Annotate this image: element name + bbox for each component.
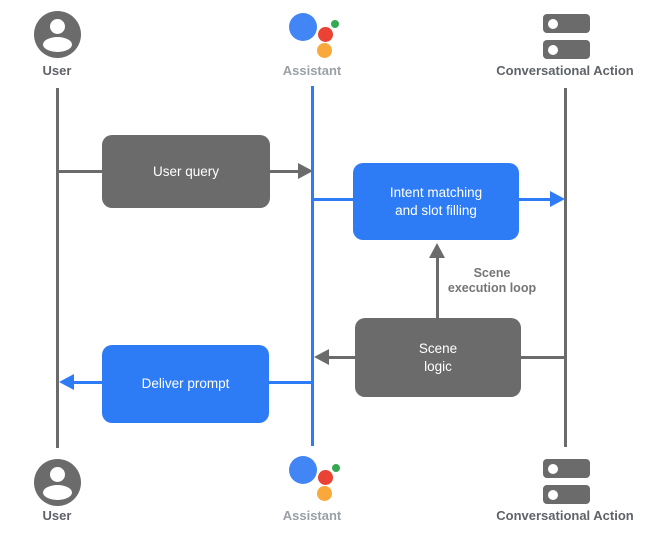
user-label-top: User: [42, 63, 72, 78]
server-led: [548, 463, 558, 474]
scene-to-assistant-arrowhead: [314, 349, 329, 365]
server-rect-bottom: [543, 485, 590, 504]
user-icon-torso: [43, 37, 72, 52]
deliver-prompt-box: Deliver prompt: [102, 345, 269, 423]
user-lifeline: [56, 88, 59, 448]
deliver-prompt-label: Deliver prompt: [141, 376, 230, 391]
assistant-to-deliver-line: [269, 381, 312, 384]
action-lifeline: [564, 88, 567, 447]
scene-to-assistant-line: [328, 356, 355, 359]
assistant-dot-yellow: [317, 43, 332, 58]
user-icon: [34, 11, 81, 58]
user-icon: [34, 459, 81, 506]
action-label-top: Conversational Action: [496, 63, 634, 78]
user-query-box: User query: [102, 135, 270, 208]
query-to-assistant-line: [270, 170, 298, 173]
assistant-dot-green: [331, 20, 339, 28]
loop-label-line1: Scene: [473, 266, 511, 280]
intent-to-action-arrowhead: [550, 191, 565, 207]
user-label-bottom: User: [42, 508, 72, 523]
server-led: [548, 44, 558, 55]
intent-to-action-line: [519, 198, 550, 201]
scene-logic-line1: Scene: [418, 340, 458, 356]
assistant-label-top: Assistant: [282, 63, 342, 78]
assistant-lifeline: [311, 86, 314, 446]
deliver-to-user-line: [73, 381, 102, 384]
scene-logic-box: Scene logic: [355, 318, 521, 397]
query-to-assistant-arrowhead: [298, 163, 313, 179]
action-label-bottom: Conversational Action: [496, 508, 634, 523]
assistant-dot-green: [332, 464, 340, 472]
server-rect-bottom: [543, 40, 590, 59]
deliver-to-user-arrowhead: [59, 374, 74, 390]
server-rect-top: [543, 14, 590, 33]
loop-label-line2: execution loop: [447, 281, 537, 295]
server-rect-top: [543, 459, 590, 478]
assistant-dot-yellow: [317, 486, 332, 501]
server-led: [548, 18, 558, 29]
assistant-dot-red: [318, 470, 333, 485]
assistant-dot-blue: [289, 456, 317, 484]
assistant-dot-blue: [289, 13, 317, 41]
action-to-scene-line: [521, 356, 565, 359]
scene-logic-line2: logic: [424, 358, 452, 374]
server-led: [548, 489, 558, 500]
assistant-label-bottom: Assistant: [282, 508, 342, 523]
assistant-to-intent-line: [314, 198, 353, 201]
intent-matching-line1: Intent matching: [389, 184, 483, 200]
user-icon-torso: [43, 485, 72, 500]
user-icon-head: [50, 19, 65, 34]
user-query-label: User query: [152, 163, 220, 179]
intent-matching-line2: and slot filling: [395, 202, 477, 218]
intent-matching-box: Intent matching and slot filling: [353, 163, 519, 240]
scene-execution-loop-label: Scene execution loop: [412, 266, 572, 296]
loop-arrowhead: [429, 243, 445, 258]
assistant-dot-red: [318, 27, 333, 42]
user-icon-head: [50, 467, 65, 482]
loop-arrow-line: [436, 256, 439, 318]
user-to-query-line: [59, 170, 102, 173]
